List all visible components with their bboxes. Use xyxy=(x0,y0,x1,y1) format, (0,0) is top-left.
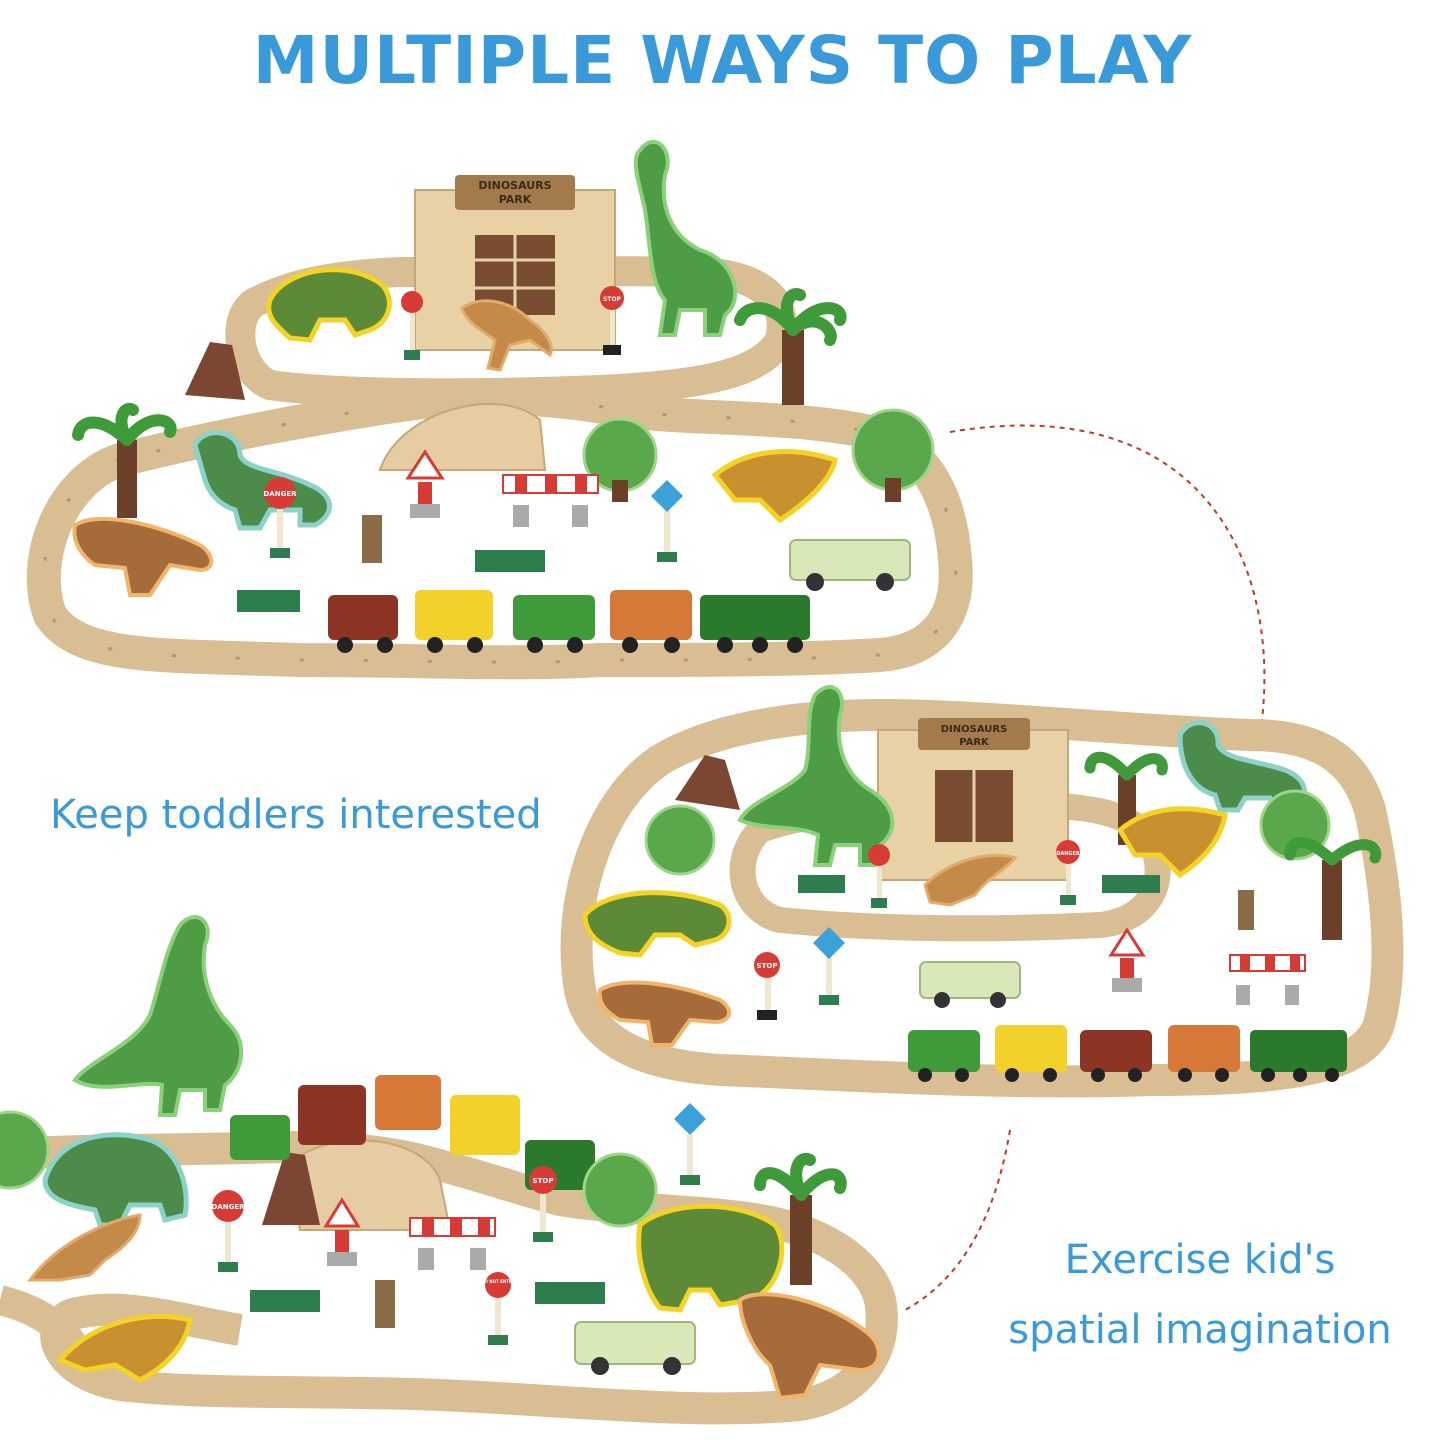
round-tree-middle-1 xyxy=(644,804,716,876)
triceratops-figure-bottom xyxy=(636,1203,785,1313)
caption-line-1: Exercise kid's xyxy=(1064,1237,1336,1283)
svg-text:STOP: STOP xyxy=(757,962,778,970)
raptor-figure-top xyxy=(460,299,553,372)
bush-top-2 xyxy=(237,590,300,612)
spinosaurus-figure-bottom xyxy=(737,1292,881,1401)
do-not-enter-sign-bottom: DO NOT ENTER xyxy=(481,1272,515,1345)
pterosaur-figure-top xyxy=(711,449,838,524)
palm-tree-bottom xyxy=(754,1153,847,1285)
ranger-figure-middle xyxy=(1238,890,1254,930)
track-upper-loop-top xyxy=(225,256,797,409)
dashed-connector-lower xyxy=(904,1129,1011,1311)
headline: MULTIPLE WAYS TO PLAY xyxy=(252,22,1193,99)
caption-line-2: spatial imagination xyxy=(1008,1307,1392,1353)
diplodocus-figure-middle xyxy=(1177,720,1307,813)
dino-train-bottom xyxy=(230,1075,595,1190)
danger-sign-top: DANGER xyxy=(263,477,297,558)
bridge-bottom xyxy=(288,1139,452,1231)
raptor-figure-bottom xyxy=(26,1213,142,1282)
layout-scene-bottom: DANGER STOP DO NOT ENTER xyxy=(0,915,898,1425)
stop-sign-middle: STOP xyxy=(754,952,780,1020)
warning-sign-middle xyxy=(1108,927,1146,992)
volcano-figure-top xyxy=(185,342,245,400)
triceratops-figure-top xyxy=(266,267,392,343)
bush-bottom-2 xyxy=(535,1282,605,1304)
volcano-figure-bottom xyxy=(262,1152,320,1225)
pterosaur-figure-bottom xyxy=(55,1313,193,1383)
dinosaurs-park-gate-middle: DINOSAURS PARK xyxy=(877,718,1069,881)
do-not-enter-sign-top xyxy=(401,291,423,360)
traffic-light-sign-bottom xyxy=(674,1103,706,1185)
stop-sign-top: STOP xyxy=(600,286,624,355)
layout-scene-middle: DINOSAURS PARK STOP xyxy=(560,685,1404,1098)
svg-text:DANGER: DANGER xyxy=(1056,851,1080,857)
raptor-figure-middle xyxy=(923,853,1018,907)
palm-tree-middle-2 xyxy=(1284,837,1382,940)
svg-text:DINOSAURS: DINOSAURS xyxy=(941,724,1008,735)
traffic-light-sign-middle xyxy=(813,927,845,1005)
jeep-car-middle xyxy=(919,961,1021,1008)
svg-text:DANGER: DANGER xyxy=(211,1203,245,1211)
danger-sign-bottom: DANGER xyxy=(211,1190,245,1272)
jeep-car-bottom xyxy=(574,1321,696,1375)
layout-scene-top: DINOSAURS PARK xyxy=(26,140,973,680)
spinosaurus-figure-top xyxy=(72,516,214,597)
diplodocus-figure-bottom xyxy=(42,1132,189,1228)
jeep-car-top xyxy=(789,539,911,591)
svg-text:STOP: STOP xyxy=(603,296,622,303)
bush-middle-2 xyxy=(1102,875,1160,893)
bridge-top xyxy=(378,403,547,471)
park-sign-text: DINOSAURS xyxy=(478,179,551,192)
danger-sign-middle: DANGER xyxy=(1056,840,1080,905)
brachiosaurus-figure-middle xyxy=(737,685,895,867)
svg-text:PARK: PARK xyxy=(959,737,990,748)
warning-sign-bottom xyxy=(323,1197,361,1266)
dino-train-top xyxy=(328,590,810,653)
bush-top-1 xyxy=(475,550,545,572)
svg-text:DANGER: DANGER xyxy=(263,490,297,498)
brachiosaurus-figure-bottom xyxy=(72,915,244,1117)
road-barrier-middle xyxy=(1229,954,1306,1005)
round-tree-bottom-mid xyxy=(582,1152,658,1228)
dino-train-middle xyxy=(908,1025,1347,1082)
caption-exercise-spatial-imagination: Exercise kid's spatial imagination xyxy=(990,1225,1410,1365)
palm-tree-top-left xyxy=(72,403,177,518)
svg-text:PARK: PARK xyxy=(499,193,532,206)
road-barrier-bottom xyxy=(409,1217,496,1270)
ranger-figure-top xyxy=(362,515,382,563)
svg-text:STOP: STOP xyxy=(533,1177,554,1185)
svg-text:DO NOT ENTER: DO NOT ENTER xyxy=(481,1279,515,1284)
pterosaur-figure-middle xyxy=(1116,806,1228,879)
traffic-light-sign-top xyxy=(651,480,683,562)
palm-tree-top-right xyxy=(734,288,847,405)
caption-keep-toddlers-interested: Keep toddlers interested xyxy=(50,792,542,838)
do-not-enter-sign-middle xyxy=(868,844,890,908)
triceratops-figure-middle xyxy=(582,890,732,958)
spinosaurus-figure-middle xyxy=(597,980,731,1047)
bush-middle-1 xyxy=(798,875,845,893)
volcano-figure-middle xyxy=(675,755,740,810)
dashed-connector-upper xyxy=(949,424,1266,721)
round-tree-bottom-left xyxy=(0,1110,50,1190)
stop-sign-bottom: STOP xyxy=(529,1166,557,1242)
bush-bottom-1 xyxy=(250,1290,320,1312)
ranger-figure-bottom xyxy=(375,1280,395,1328)
road-barrier-top xyxy=(502,474,599,527)
diplodocus-figure-top xyxy=(192,430,332,531)
brachiosaurus-figure-top xyxy=(633,140,738,337)
warning-sign-top xyxy=(405,449,445,518)
